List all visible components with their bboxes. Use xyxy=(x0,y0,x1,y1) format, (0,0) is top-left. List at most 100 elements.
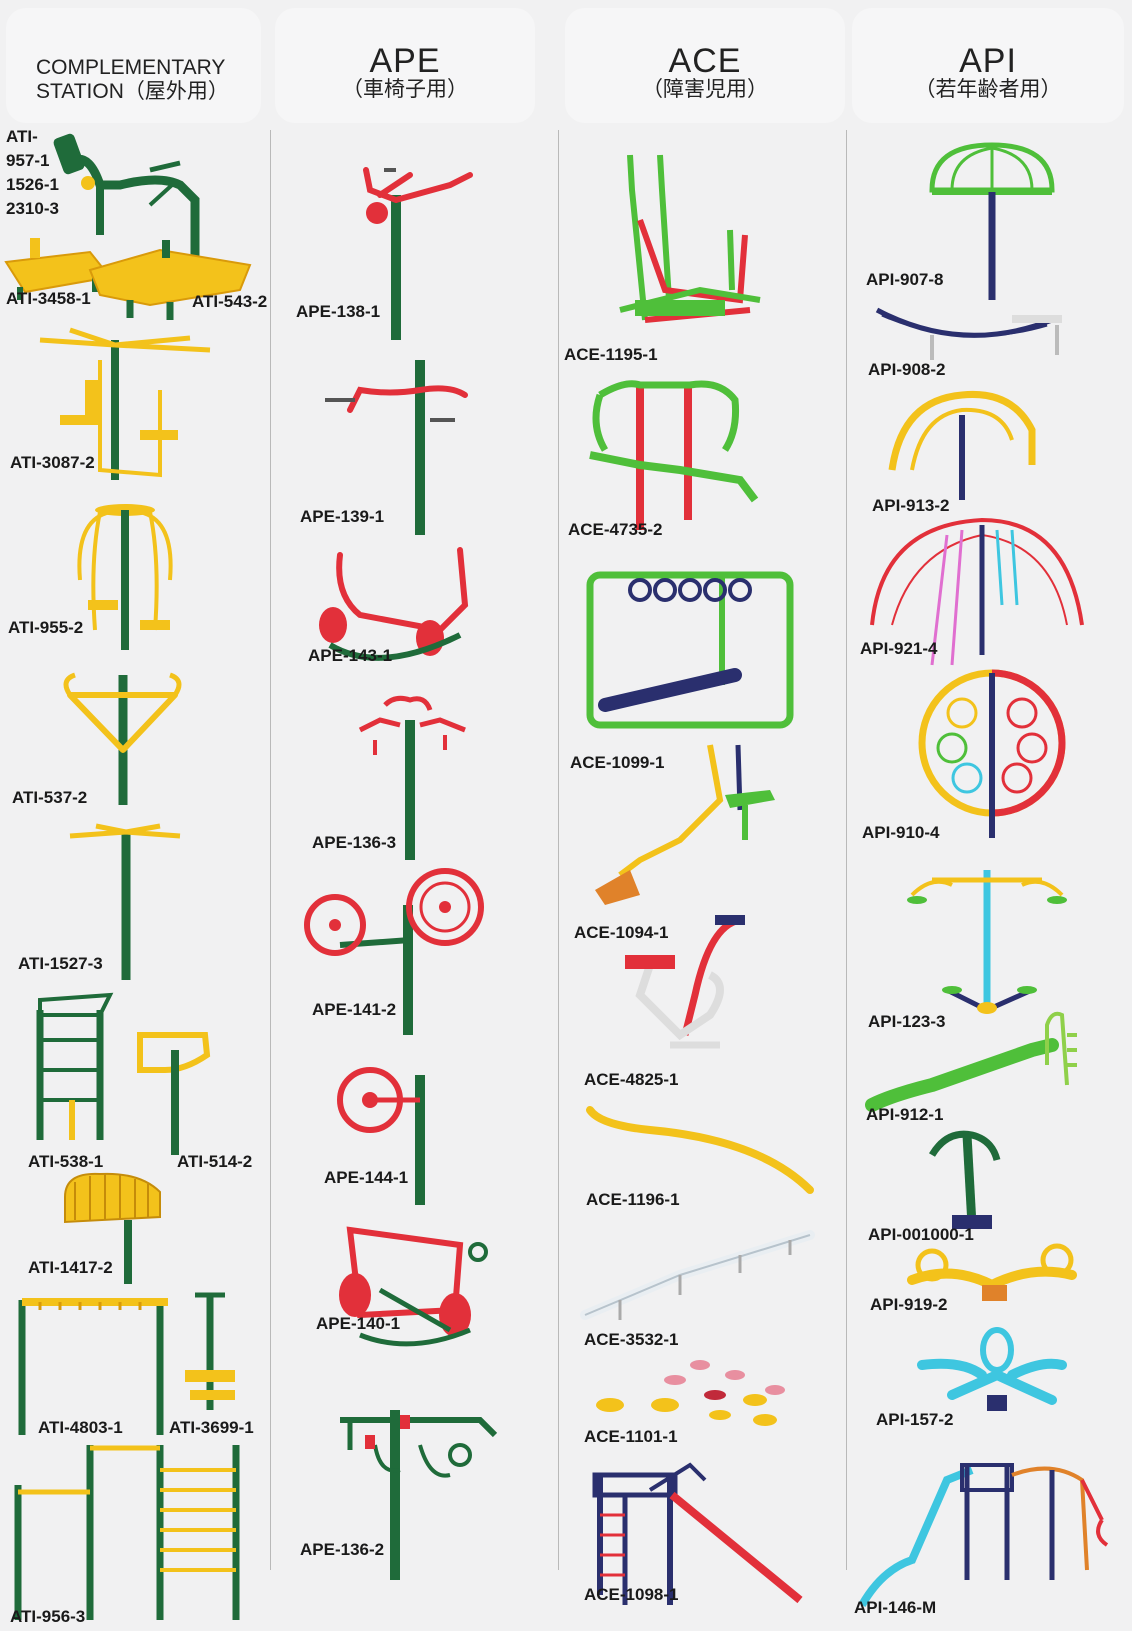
model-label: ACE-3532-1 xyxy=(584,1330,679,1349)
equipment-illustration xyxy=(865,1011,1077,1112)
model-label: APE-141-2 xyxy=(312,1000,397,1019)
model-label: APE-144-1 xyxy=(324,1168,409,1187)
equipment-api-146: API-146-M xyxy=(852,1450,1124,1630)
equipment-ace-4825: ACE-4825-1 xyxy=(560,915,840,1095)
model-label: ATI-538-1 xyxy=(28,1152,104,1171)
column-subtitle: STATION（屋外用） xyxy=(36,80,229,103)
model-label: APE-143-1 xyxy=(308,646,393,665)
model-label: ATI-3458-1 xyxy=(6,289,91,308)
equipment-illustration xyxy=(358,695,466,860)
equipment-illustration xyxy=(39,327,211,480)
equipment-illustration xyxy=(304,868,484,1035)
equipment-illustration xyxy=(870,517,1084,666)
model-label: ATI- 957-1 1526-1 2310-3 xyxy=(6,127,59,218)
equipment-ati-538: ATI-538-1 xyxy=(0,990,140,1171)
equipment-api-913: API-913-2 xyxy=(852,390,1124,520)
equipment-ace-1094: ACE-1094-1 xyxy=(560,740,840,942)
equipment-api-921: API-921-4 xyxy=(852,515,1124,666)
model-label: API-907-8 xyxy=(866,270,944,289)
equipment-ati-3699: ATI-3699-1 xyxy=(165,1290,270,1440)
model-label: ACE-4825-1 xyxy=(584,1070,679,1089)
equipment-ati-514: ATI-514-2 xyxy=(135,1030,270,1171)
equipment-illustration xyxy=(14,1445,240,1620)
model-label: ACE-4735-2 xyxy=(568,520,663,539)
equipment-illustration xyxy=(363,167,473,340)
model-label: API-921-4 xyxy=(860,639,938,658)
equipment-api-001000: API-001000-1 xyxy=(852,1125,1124,1244)
model-label: ATI-514-2 xyxy=(177,1152,253,1171)
equipment-illustration xyxy=(340,1410,498,1580)
model-label: APE-136-3 xyxy=(312,833,397,852)
equipment-api-919: API-919-2 xyxy=(852,1240,1124,1335)
catalog-header: COMPLEMENTARY STATION（屋外用） APE （車椅子用） AC… xyxy=(0,0,1132,125)
equipment-illustration xyxy=(875,307,1062,360)
model-label: ATI-956-3 xyxy=(10,1607,86,1626)
model-label: APE-139-1 xyxy=(300,507,385,526)
equipment-illustration xyxy=(18,1298,168,1435)
equipment-ati-957: ATI- 957-1 1526-1 2310-3 xyxy=(0,125,270,325)
model-label: APE-140-1 xyxy=(316,1314,401,1333)
equipment-illustration xyxy=(580,1230,815,1320)
equipment-illustration xyxy=(337,1067,425,1205)
equipment-illustration xyxy=(63,672,182,805)
equipment-ace-1098: ACE-1098-1 xyxy=(560,1455,840,1630)
equipment-illustration xyxy=(137,1032,211,1155)
column-title: ACE xyxy=(668,42,742,80)
equipment-illustration xyxy=(339,1226,488,1347)
equipment-api-912: API-912-1 xyxy=(852,1005,1124,1135)
equipment-illustration xyxy=(586,571,794,729)
equipment-ati-537: ATI-537-2 xyxy=(0,670,270,810)
model-label: ACE-1101-1 xyxy=(584,1427,678,1446)
equipment-ace-1099: ACE-1099-1 xyxy=(560,565,840,772)
equipment-ati-3087: ATI-3087-2 xyxy=(0,327,270,495)
equipment-illustration xyxy=(36,992,114,1140)
equipment-illustration xyxy=(928,1130,1001,1229)
equipment-illustration xyxy=(325,360,468,535)
equipment-illustration xyxy=(918,669,1066,838)
equipment-illustration xyxy=(888,390,1036,500)
equipment-ati-956: ATI-956-3 xyxy=(0,1440,270,1630)
model-label: ATI-543-2 xyxy=(192,292,268,311)
equipment-illustration xyxy=(858,1463,1109,1608)
equipment-illustration xyxy=(907,1243,1077,1301)
column-divider xyxy=(558,130,559,1570)
column-subtitle: （若年齢者用） xyxy=(914,78,1062,101)
model-label: APE-138-1 xyxy=(296,302,381,321)
column-title: APE xyxy=(369,42,441,80)
model-label: API-001000-1 xyxy=(868,1225,974,1244)
model-label: ATI-537-2 xyxy=(12,788,88,807)
equipment-api-157: API-157-2 xyxy=(852,1325,1124,1435)
equipment-ati-955: ATI-955-2 xyxy=(0,500,270,660)
equipment-illustration xyxy=(619,154,761,323)
equipment-illustration xyxy=(929,142,1055,300)
equipment-illustration xyxy=(592,1462,803,1605)
column-title: COMPLEMENTARY xyxy=(36,56,226,79)
model-label: API-123-3 xyxy=(868,1012,946,1031)
equipment-ape-136-3: APE-136-3 xyxy=(280,695,550,870)
equipment-illustration xyxy=(185,1292,235,1410)
model-label: ATI-3087-2 xyxy=(10,453,95,472)
equipment-ati-4803: ATI-4803-1 xyxy=(0,1290,180,1440)
model-label: API-157-2 xyxy=(876,1410,954,1429)
model-label: API-908-2 xyxy=(868,360,946,379)
model-label: ACE-1195-1 xyxy=(564,345,658,364)
column-subtitle: （障害児用） xyxy=(642,78,768,101)
model-label: API-910-4 xyxy=(862,823,940,842)
equipment-ape-140: APE-140-1 xyxy=(280,1220,550,1385)
model-label: API-146-M xyxy=(854,1598,937,1617)
model-label: API-919-2 xyxy=(870,1295,948,1314)
equipment-illustration xyxy=(625,915,745,1049)
column-header-complementary: COMPLEMENTARY STATION（屋外用） xyxy=(6,8,261,123)
equipment-illustration xyxy=(586,1106,814,1194)
equipment-ape-138: APE-138-1 xyxy=(280,155,550,345)
equipment-ace-1101: ACE-1101-1 xyxy=(560,1345,840,1446)
equipment-illustration xyxy=(907,870,1067,1014)
equipment-ace-1196: ACE-1196-1 xyxy=(560,1100,840,1210)
model-label: ACE-1099-1 xyxy=(570,753,665,772)
column-divider xyxy=(270,130,271,1570)
column-header-ace: ACE （障害児用） xyxy=(565,8,845,123)
equipment-api-907: API-907-8 xyxy=(852,140,1124,310)
model-label: ACE-1094-1 xyxy=(574,923,669,942)
equipment-illustration xyxy=(53,133,200,265)
equipment-ape-143: APE-143-1 xyxy=(280,545,550,695)
